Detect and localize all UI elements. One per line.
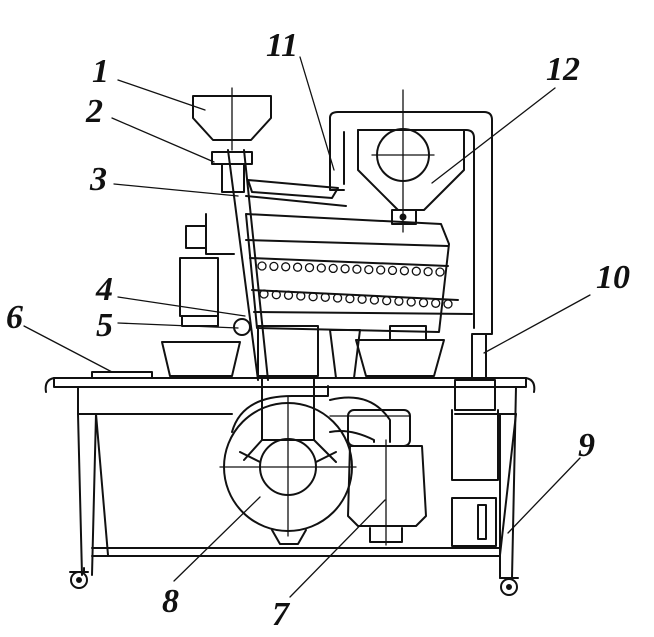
sieve-hole <box>271 290 281 300</box>
sieve-hole <box>431 298 441 308</box>
sieve-hole <box>435 267 445 277</box>
aspirator-tower <box>329 89 493 381</box>
sieve-hole <box>357 294 367 304</box>
sieve-hole <box>411 266 421 276</box>
sieve-hole <box>316 263 326 273</box>
sieve-hole <box>399 266 410 276</box>
callout-labels: 1 2 3 4 5 6 7 8 9 10 11 12 <box>6 27 630 633</box>
cyclone <box>329 396 427 546</box>
label-9: 9 <box>578 427 595 464</box>
elevator-column <box>227 149 269 381</box>
label-6: 6 <box>6 299 23 336</box>
sieve-hole <box>328 263 338 274</box>
label-8: 8 <box>162 583 179 620</box>
label-11: 11 <box>266 27 298 64</box>
sieve-hole <box>296 291 306 301</box>
label-10: 10 <box>596 259 630 296</box>
sieve-hole <box>394 296 404 306</box>
label-2: 2 <box>85 93 103 130</box>
sieve-hole <box>443 299 453 309</box>
sieve-hole <box>406 297 416 307</box>
sieve-hole <box>376 265 386 275</box>
sieve-hole <box>352 264 362 274</box>
sieve-hole <box>332 293 343 303</box>
sieve-holes <box>257 261 453 309</box>
sieve-body <box>161 179 473 379</box>
drive-unit <box>179 213 251 336</box>
label-1: 1 <box>92 53 109 90</box>
sieve-hole <box>364 264 374 275</box>
fan <box>219 377 357 545</box>
label-4: 4 <box>95 271 113 308</box>
sieve-hole <box>387 265 398 276</box>
sieve-hole <box>259 289 269 299</box>
frame <box>44 371 536 596</box>
sieve-hole <box>345 294 355 304</box>
sieve-hole <box>418 298 429 308</box>
sieve-hole <box>369 295 380 305</box>
collector <box>451 379 499 547</box>
sieve-hole <box>308 292 318 302</box>
sieve-hole <box>304 262 315 273</box>
sieve-hole <box>283 290 294 300</box>
label-7: 7 <box>272 596 291 633</box>
sieve-hole <box>340 264 350 274</box>
label-5: 5 <box>96 307 113 344</box>
label-3: 3 <box>89 161 107 198</box>
sieve-hole <box>269 261 279 272</box>
leader-lines <box>23 56 591 598</box>
sieve-hole <box>423 266 433 277</box>
sieve-hole <box>292 262 303 272</box>
sieve-hole <box>281 262 291 272</box>
label-12: 12 <box>546 51 580 88</box>
sieve-hole <box>257 261 267 271</box>
sieve-hole <box>320 292 330 302</box>
sieve-hole <box>382 296 392 306</box>
